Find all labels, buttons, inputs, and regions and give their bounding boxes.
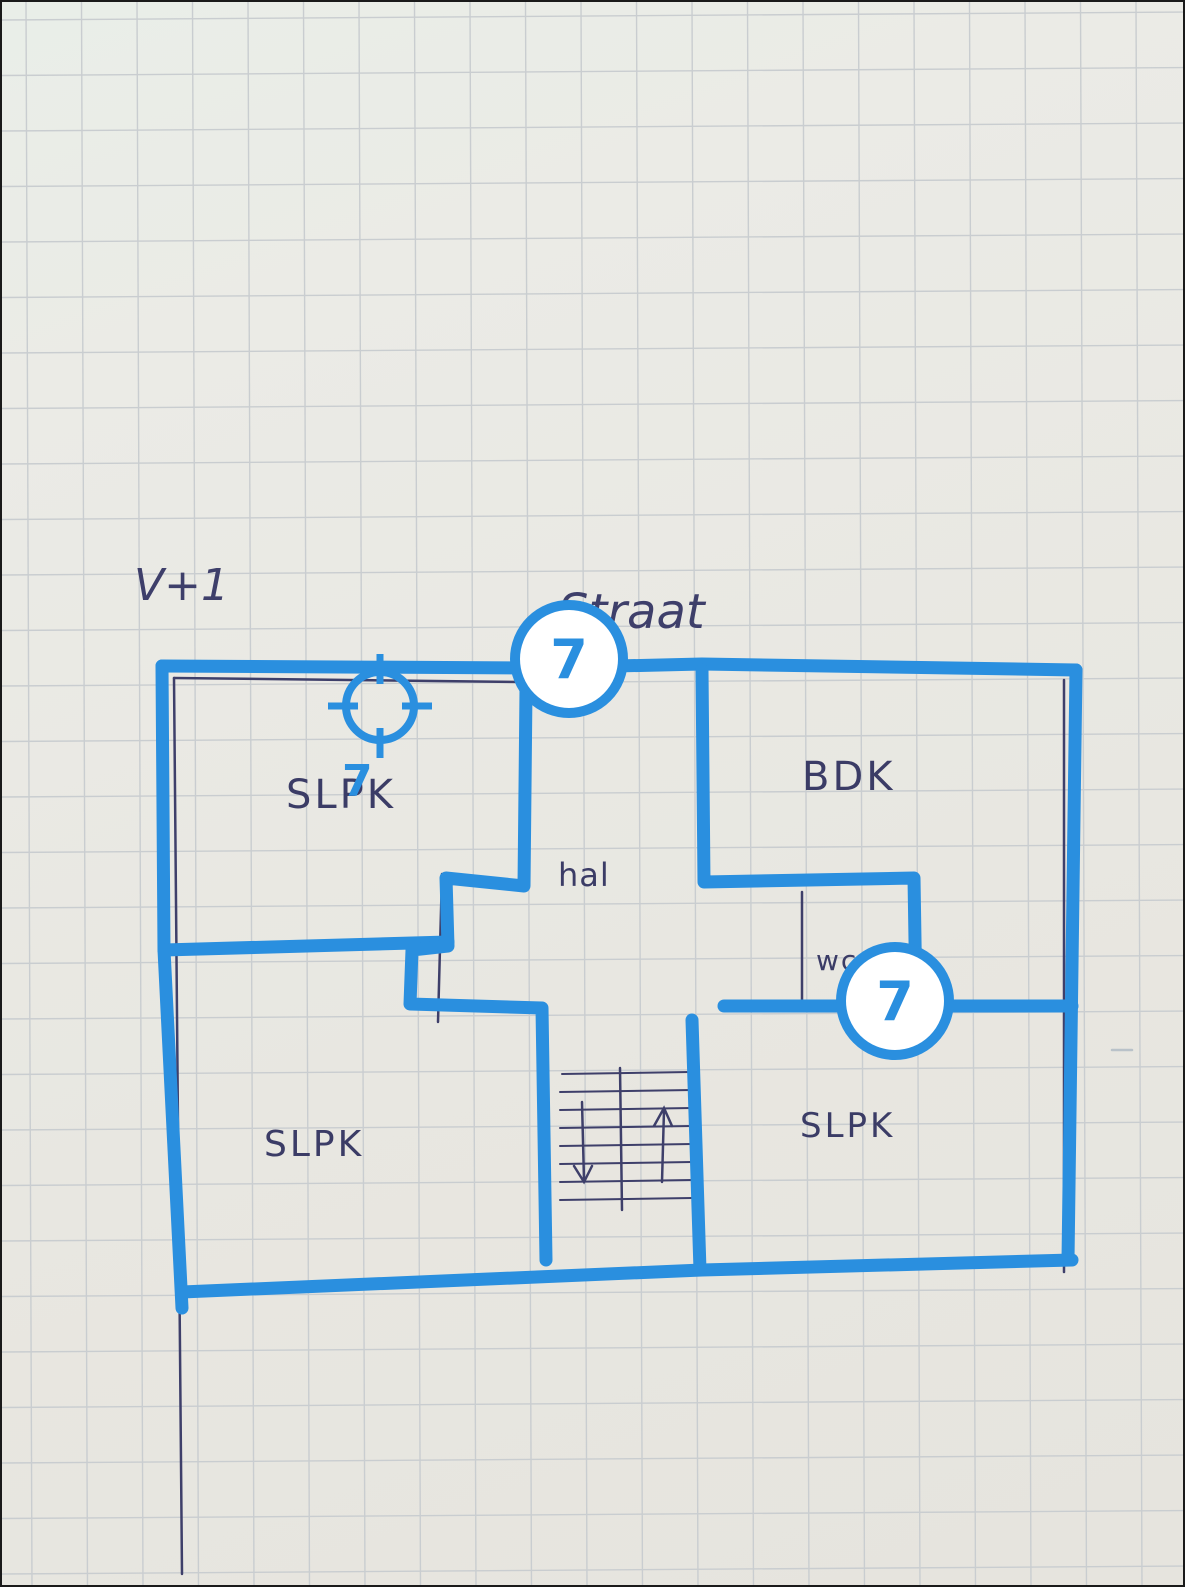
- grid-line-horizontal: [2, 899, 1183, 909]
- crosshair-value-label: 7: [342, 756, 373, 807]
- grid-line-vertical: [469, 2, 477, 1585]
- grid-line-horizontal: [2, 788, 1183, 798]
- grid-line-vertical: [635, 2, 644, 1585]
- room-label-bedroom-bottom-left: SLPK: [264, 1124, 365, 1165]
- grid-line-horizontal: [2, 954, 1183, 965]
- room-label-bedroom-bottom-right: SLPK: [800, 1106, 896, 1146]
- grid-line-horizontal: [2, 455, 1183, 465]
- grid-line-vertical: [1024, 2, 1032, 1585]
- grid-line-vertical: [25, 2, 33, 1585]
- grid-line-horizontal: [2, 66, 1183, 77]
- grid-line-horizontal: [2, 344, 1183, 354]
- grid-line-horizontal: [2, 732, 1183, 743]
- grid-line-horizontal: [2, 843, 1183, 854]
- grid-line-vertical: [913, 2, 921, 1585]
- grid-line-vertical: [413, 2, 422, 1585]
- grid-line-horizontal: [2, 1121, 1183, 1131]
- grid-line-vertical: [968, 2, 977, 1585]
- grid-line-vertical: [802, 2, 810, 1585]
- grid-line-vertical: [80, 2, 89, 1585]
- floor-label-group: V+1: [134, 560, 229, 611]
- grid-line-horizontal: [2, 1232, 1183, 1242]
- grid-line-vertical: [691, 2, 699, 1585]
- grid-line-vertical: [1079, 2, 1088, 1585]
- grid-line-vertical: [580, 2, 588, 1585]
- grid-line-horizontal: [2, 566, 1183, 576]
- grid-line-horizontal: [2, 1454, 1183, 1464]
- grid-line-horizontal: [2, 233, 1183, 243]
- grid-line-horizontal: [2, 1565, 1183, 1575]
- grid-line-horizontal: [2, 399, 1183, 410]
- grid-line-horizontal: [2, 1065, 1183, 1076]
- grid-line-horizontal: [2, 122, 1183, 132]
- room-label-bathroom: BDK: [802, 754, 896, 800]
- grid-line-horizontal: [2, 1509, 1183, 1520]
- grid-line-horizontal: [2, 510, 1183, 521]
- grid-line-horizontal: [2, 11, 1183, 21]
- grid-line-horizontal: [2, 177, 1183, 188]
- grid-line-vertical: [358, 2, 366, 1585]
- grid-line-vertical: [857, 2, 866, 1585]
- grid-line-vertical: [1135, 2, 1143, 1585]
- measurement-marker-right[interactable]: 7: [836, 942, 954, 1060]
- grid-line-horizontal: [2, 288, 1183, 299]
- room-label-hall: hal: [558, 856, 610, 894]
- floor-label: V+1: [134, 560, 229, 611]
- grid-line-horizontal: [2, 1398, 1183, 1409]
- grid-line-vertical: [746, 2, 755, 1585]
- crosshair-icon-glyph: [328, 654, 432, 758]
- measurement-marker-top[interactable]: 7: [510, 600, 628, 718]
- crosshair-icon[interactable]: [328, 654, 436, 767]
- grid-line-horizontal: [2, 1343, 1183, 1353]
- room-label-bedroom-top-left: SLPK: [286, 772, 397, 818]
